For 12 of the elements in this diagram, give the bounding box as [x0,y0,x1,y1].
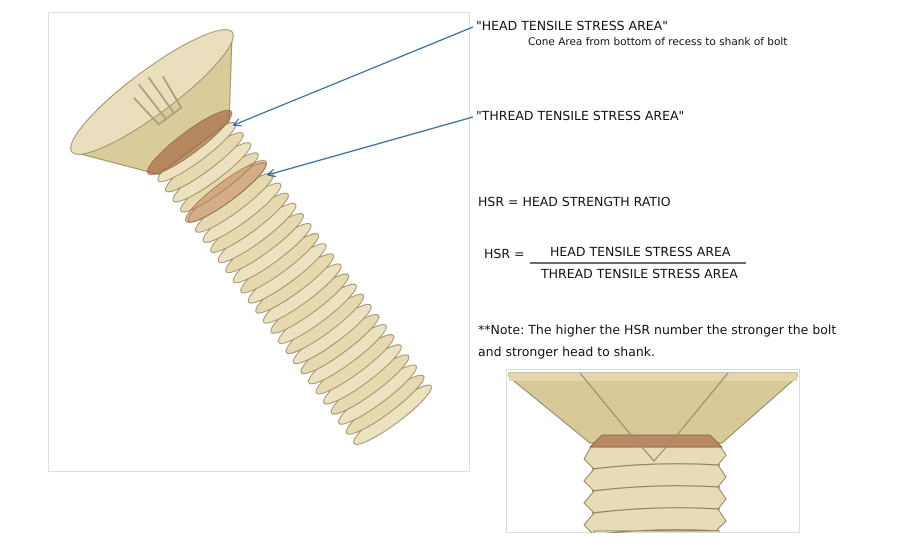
denominator-text: THREAD TENSILE STRESS AREA [541,266,738,281]
numerator-text: HEAD TENSILE STRESS AREA [550,244,730,259]
note-text: **Note: The higher the HSR number the stronger the bolt and stronger head to shank. [478,321,838,361]
callout-label: "THREAD TENSILE STRESS AREA" [476,108,684,123]
definition-text: HSR = HEAD STRENGTH RATIO [478,194,671,209]
leader-arrow [232,26,474,127]
callout-description: Cone Area from bottom of recess to shank of bolt [528,36,788,48]
leader-arrow [266,116,474,178]
callout-label: "HEAD TENSILE STRESS AREA" [476,18,669,33]
formula-text: HSR = [484,246,524,261]
stress-area-band [185,160,267,223]
stress-area-band [147,110,232,176]
